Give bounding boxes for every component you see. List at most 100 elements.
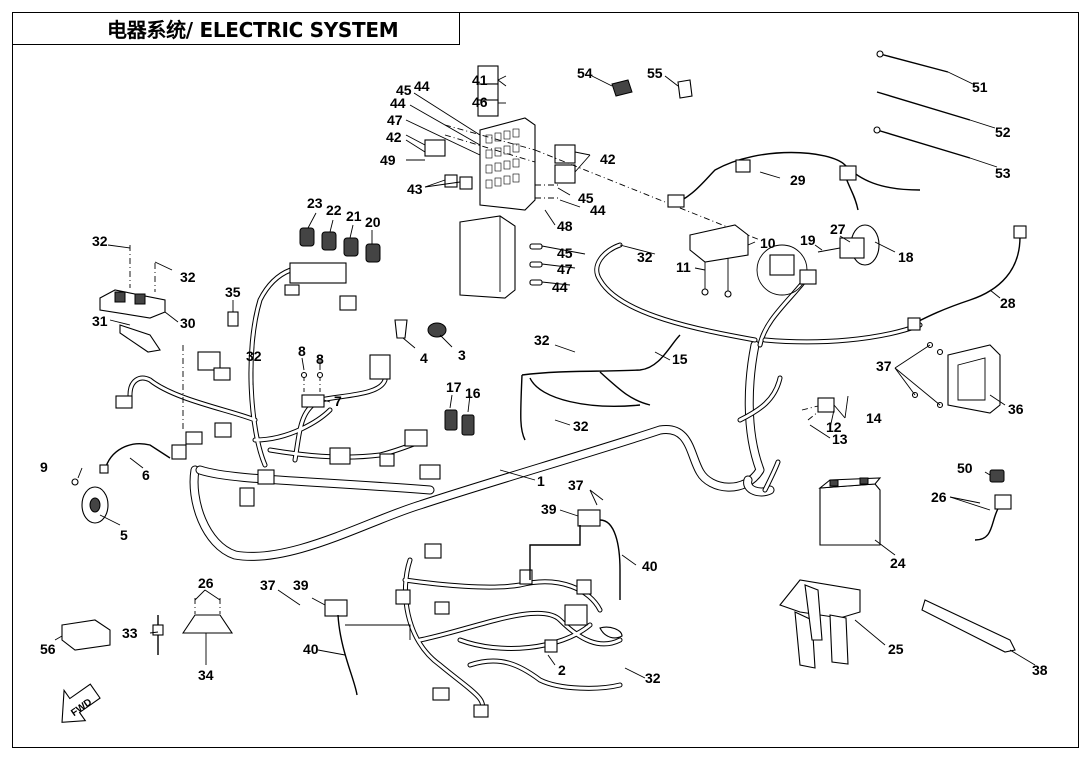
callout-7: 7 — [334, 393, 342, 409]
callout-28: 28 — [1000, 295, 1016, 311]
callout-38: 38 — [1032, 662, 1048, 678]
callout-41: 41 — [472, 72, 488, 88]
sensor-50 — [974, 469, 1012, 541]
fuse-box-assembly — [424, 65, 761, 299]
callout-32a: 32 — [92, 233, 108, 249]
callout-46: 46 — [472, 94, 488, 110]
callout-36: 36 — [1008, 401, 1024, 417]
connector-35 — [227, 311, 239, 327]
cable-15 — [520, 334, 681, 441]
callout-12: 12 — [826, 419, 842, 435]
callout-9: 9 — [40, 459, 48, 475]
callout-32f: 32 — [573, 418, 589, 434]
callout-47b: 47 — [557, 261, 573, 277]
speed-sensor-39 — [324, 509, 621, 696]
callout-39b: 39 — [293, 577, 309, 593]
callout-50: 50 — [957, 460, 973, 476]
connectors-16-17 — [444, 409, 475, 436]
callout-56: 56 — [40, 641, 56, 657]
callout-52: 52 — [995, 124, 1011, 140]
callout-44c: 44 — [590, 202, 606, 218]
callout-51: 51 — [972, 79, 988, 95]
callout-48: 48 — [557, 218, 573, 234]
sensors-3-4 — [394, 319, 447, 339]
starter-solenoid — [817, 224, 880, 266]
callout-45b: 45 — [578, 190, 594, 206]
callout-34: 34 — [198, 667, 214, 683]
callout-32b: 32 — [180, 269, 196, 285]
callout-8a: 8 — [298, 343, 306, 359]
main-wiring-harness — [189, 242, 923, 561]
sensor-cable-28 — [907, 225, 1027, 331]
callout-31: 31 — [92, 313, 108, 329]
battery-holder-25 — [779, 579, 861, 669]
callout-42b: 42 — [600, 151, 616, 167]
callout-26b: 26 — [931, 489, 947, 505]
callout-1: 1 — [537, 473, 545, 489]
callout-55: 55 — [647, 65, 663, 81]
harness-29 — [667, 151, 921, 211]
control-module-10 — [689, 224, 817, 298]
callout-40b: 40 — [303, 641, 319, 657]
callout-42a: 42 — [386, 129, 402, 145]
callout-20: 20 — [365, 214, 381, 230]
callout-32d: 32 — [637, 249, 653, 265]
callout-44d: 44 — [552, 279, 568, 295]
callout-32g: 32 — [645, 670, 661, 686]
callout-32c: 32 — [246, 348, 262, 364]
callout-27: 27 — [830, 221, 846, 237]
forward-direction-arrow: FWD — [61, 683, 101, 723]
relay-12 — [801, 397, 835, 421]
callout-29: 29 — [790, 172, 806, 188]
front-wiring-harness — [395, 543, 623, 718]
callout-2: 2 — [558, 662, 566, 678]
horn-assembly — [71, 443, 171, 524]
callout-25: 25 — [888, 641, 904, 657]
callout-23: 23 — [307, 195, 323, 211]
callout-21: 21 — [346, 208, 362, 224]
callout-14: 14 — [866, 410, 882, 426]
callout-53: 53 — [995, 165, 1011, 181]
page-title: 电器系统/ ELECTRIC SYSTEM — [107, 18, 399, 42]
callout-40a: 40 — [642, 558, 658, 574]
callout-18: 18 — [898, 249, 914, 265]
callout-47a: 47 — [387, 112, 403, 128]
callout-35: 35 — [225, 284, 241, 300]
callout-labels: 1 2 3 4 5 6 7 8 8 9 10 11 12 13 14 15 16… — [40, 65, 1048, 686]
callout-11: 11 — [676, 259, 691, 275]
parts-54-55 — [611, 79, 693, 99]
dash-harness-branch — [115, 262, 441, 507]
callout-6: 6 — [142, 467, 150, 483]
callout-3: 3 — [458, 347, 466, 363]
callout-15: 15 — [672, 351, 688, 367]
strap-38 — [921, 599, 1016, 653]
bracket-relay-assembly — [99, 245, 184, 430]
callout-30: 30 — [180, 315, 196, 331]
battery-cables — [873, 50, 971, 159]
callout-10: 10 — [760, 235, 776, 251]
callout-33: 33 — [122, 625, 138, 641]
drawing-frame — [12, 12, 1079, 748]
ecu-36 — [911, 341, 1001, 414]
callout-49: 49 — [380, 152, 396, 168]
callout-16: 16 — [465, 385, 481, 401]
leader-lines — [54, 71, 1036, 679]
relay-connectors — [299, 227, 381, 263]
battery-24 — [818, 477, 882, 546]
callout-22: 22 — [326, 202, 342, 218]
callout-39a: 39 — [541, 501, 557, 517]
callout-45c: 45 — [557, 245, 573, 261]
callout-44a: 44 — [414, 78, 430, 94]
callout-45a: 45 — [396, 82, 412, 98]
callout-26a: 26 — [198, 575, 214, 591]
misc-left-parts — [61, 598, 234, 655]
callout-17: 17 — [446, 379, 462, 395]
callout-5: 5 — [120, 527, 128, 543]
callout-54: 54 — [577, 65, 593, 81]
callout-43: 43 — [407, 181, 423, 197]
resistor-module — [300, 371, 325, 408]
title-box: 电器系统/ ELECTRIC SYSTEM — [12, 12, 460, 45]
callout-37b: 37 — [568, 477, 584, 493]
callout-37a: 37 — [876, 358, 892, 374]
